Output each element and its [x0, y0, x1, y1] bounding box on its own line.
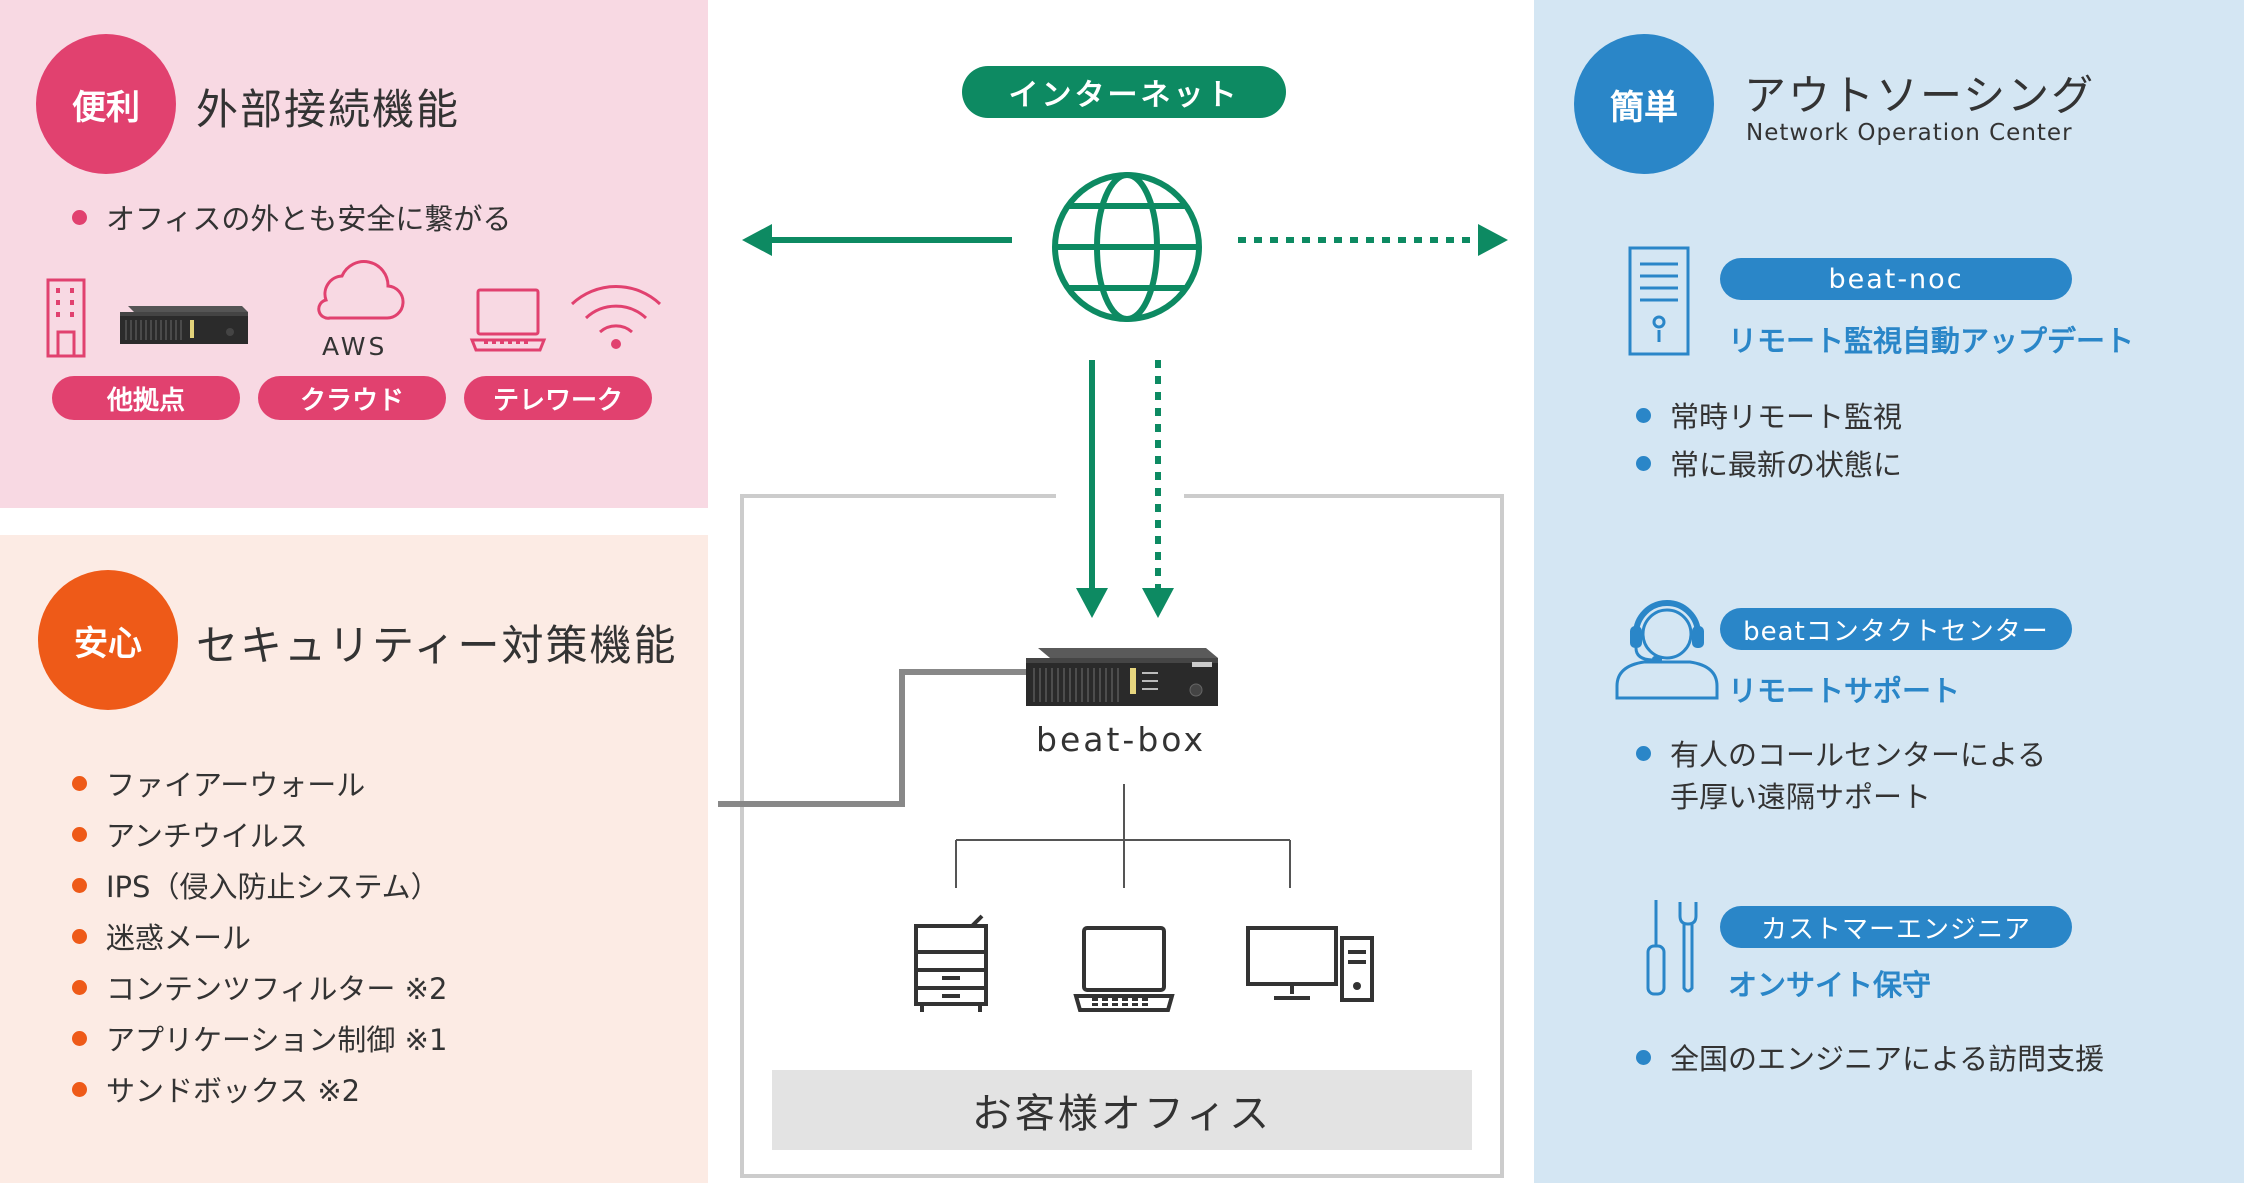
contact-center-pill: beatコンタクトセンター — [1720, 608, 2072, 650]
outsourcing-badge: 簡単 — [1574, 34, 1714, 174]
customer-engineer-pill: カストマーエンジニア — [1720, 906, 2072, 948]
office-label: お客様オフィス — [772, 1070, 1472, 1150]
beat-noc-pill: beat-noc — [1720, 258, 2072, 300]
wifi-icon — [570, 285, 662, 349]
laptop-icon — [469, 288, 547, 352]
printer-icon — [914, 914, 988, 1012]
arrow-internet-down-icon — [1076, 360, 1108, 618]
contact-list: 有人のコールセンターによる 手厚い遠隔サポート — [1636, 732, 2046, 816]
beat-box-label: beat-box — [1036, 720, 1206, 759]
convenience-bullets: オフィスの外とも安全に繋がる — [72, 196, 511, 238]
outsourcing-subtitle: Network Operation Center — [1746, 120, 2073, 146]
desktop-icon — [1246, 926, 1374, 1002]
engineer-caption: オンサイト保守 — [1728, 968, 1932, 1002]
security-badge: 安心 — [38, 570, 178, 710]
convenience-title: 外部接続機能 — [196, 85, 461, 134]
security-item: コンテンツフィルター ※2 — [72, 966, 447, 1017]
security-item: ファイアーウォール — [72, 762, 447, 813]
security-item: アプリケーション制御 ※1 — [72, 1017, 447, 1068]
site-pill-cloud: クラウド — [258, 376, 446, 420]
contact-item: 手厚い遠隔サポート — [1670, 780, 1932, 814]
outsourcing-title: アウトソーシング — [1744, 71, 2096, 120]
site-pill-telework: テレワーク — [464, 376, 652, 420]
internet-pill: インターネット — [962, 66, 1286, 118]
beat-box-icon — [1026, 648, 1218, 706]
noc-item: 常に最新の状態に — [1636, 442, 1902, 490]
contact-caption: リモートサポート — [1728, 674, 1961, 708]
contact-item: 有人のコールセンターによる — [1636, 732, 2046, 774]
beat-box-small-icon — [120, 306, 248, 344]
convenience-bullet: オフィスの外とも安全に繋がる — [72, 196, 511, 238]
arrow-to-convenience-icon — [742, 224, 1012, 256]
globe-icon — [1052, 172, 1202, 322]
headset-operator-icon — [1615, 600, 1719, 700]
engineer-item: 全国のエンジニアによる訪問支援 — [1636, 1036, 2104, 1078]
outsourcing-panel — [1534, 0, 2244, 1183]
server-icon — [1628, 246, 1690, 356]
cloud-icon — [317, 260, 405, 320]
site-pill-branch: 他拠点 — [52, 376, 240, 420]
security-item: サンドボックス ※2 — [72, 1068, 447, 1119]
security-list: ファイアーウォール アンチウイルス IPS（侵入防止システム） 迷惑メール コン… — [72, 762, 447, 1119]
tools-icon — [1646, 900, 1698, 996]
noc-item: 常時リモート監視 — [1636, 394, 1902, 442]
arrow-to-noc-icon — [1238, 224, 1508, 256]
building-icon — [46, 278, 86, 358]
noc-list: 常時リモート監視 常に最新の状態に — [1636, 394, 1902, 490]
security-item: アンチウイルス — [72, 813, 447, 864]
engineer-list: 全国のエンジニアによる訪問支援 — [1636, 1036, 2104, 1078]
security-title: セキュリティー対策機能 — [196, 621, 678, 670]
noc-caption: リモート監視自動アップデート — [1728, 324, 2135, 358]
arrow-noc-down-icon — [1142, 360, 1174, 618]
office-laptop-icon — [1073, 926, 1175, 1012]
aws-label: AWS — [322, 332, 388, 361]
security-item: 迷惑メール — [72, 915, 447, 966]
convenience-badge: 便利 — [36, 34, 176, 174]
security-item: IPS（侵入防止システム） — [72, 864, 447, 915]
